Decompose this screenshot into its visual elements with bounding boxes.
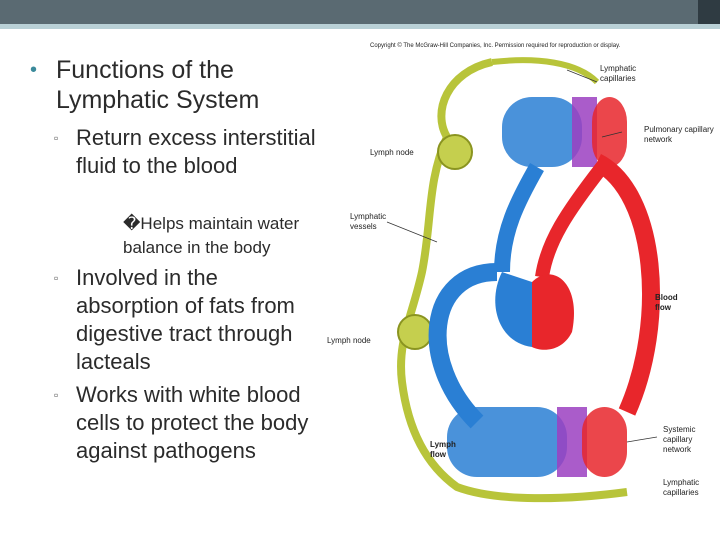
label-lymph-flow: Lymph flow [430,440,456,459]
heart-left [532,274,574,350]
lymph-node-bottom [397,314,433,350]
pointer-systemic [626,436,658,443]
label-lymphatic-capillaries-top: Lymphatic capillaries [600,64,637,83]
bullet-square-icon: ▫ [54,271,59,285]
label-pulmonary: Pulmonary capillary network [644,125,714,144]
sub-bullet-1: �Helps maintain water balance in the bod… [123,214,300,257]
lymphatic-vessel-path-2 [491,57,600,85]
heart-right [495,272,532,347]
top-bar-corner [698,0,720,24]
label-lymph-node-top: Lymph node [370,148,414,157]
bullet-item-1: ▫ Return excess interstitial fluid to th… [54,125,316,178]
top-bar [0,0,720,24]
pulmonary-network-red [592,97,627,167]
label-lymphatic-vessels: Lymphatic vessels [350,212,387,231]
bullet-square-icon: ▫ [54,388,59,402]
label-lymph-node-bottom: Lymph node [327,336,371,345]
pointer-lymphatic-capillaries-top [566,69,598,83]
label-systemic: Systemic capillary network [663,425,696,454]
pointer-pulmonary [601,131,623,138]
arterial-to-heart [535,162,608,279]
slide-title: • Functions of the Lymphatic System [30,56,260,114]
venous-pulmonary [494,163,544,273]
arterial-path [592,153,660,416]
lymphatic-system-diagram [386,57,660,503]
bullet-dot-icon: • [30,59,38,81]
label-blood-flow: Blood flow [655,293,678,312]
venous-path [428,263,498,429]
pointer-lymphatic-vessels [386,221,438,243]
bullet-item-2: ▫ Involved in the absorption of fats fro… [54,265,295,374]
lymph-node-top [437,134,473,170]
top-bar-accent [0,24,720,29]
pulmonary-network-blue [502,97,582,167]
copyright-note: Copyright © The McGraw-Hill Companies, I… [370,43,621,49]
systemic-network-red [582,407,627,477]
bullet-item-3: ▫ Works with white blood cells to protec… [54,382,309,463]
bullet-square-icon: ▫ [54,131,59,145]
systemic-network-blue [447,407,567,477]
label-lymphatic-capillaries-bottom: Lymphatic capillaries [663,478,700,497]
